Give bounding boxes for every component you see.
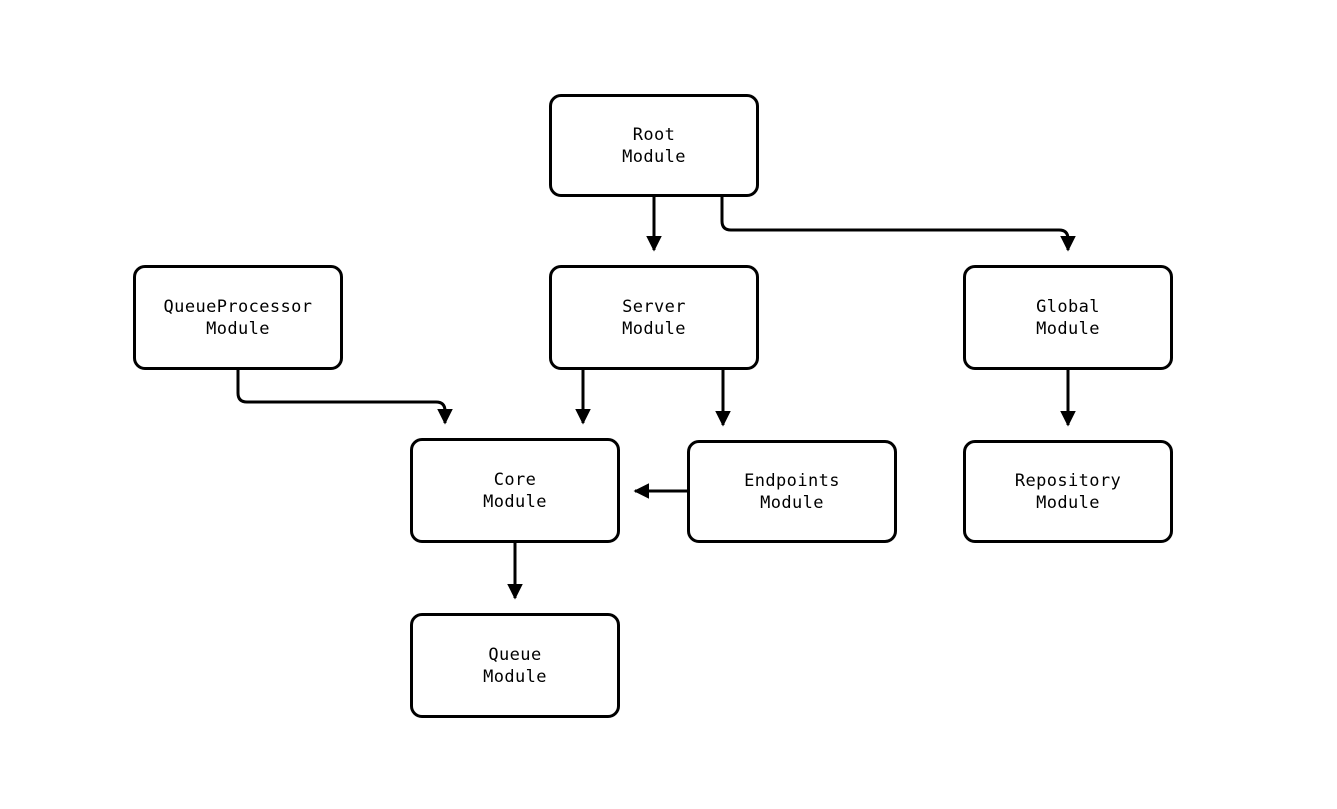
node-queue-module-line1: Queue [488, 644, 542, 665]
node-queueprocessor-module-line1: QueueProcessor [163, 296, 313, 317]
node-global-module-line2: Module [1036, 318, 1100, 339]
node-core-module[interactable]: Core Module [410, 438, 620, 543]
node-server-module-line2: Module [622, 318, 686, 339]
node-queue-module-line2: Module [483, 666, 547, 687]
node-core-module-line1: Core [493, 469, 537, 490]
node-queueprocessor-module-line2: Module [206, 318, 270, 339]
node-global-module-line1: Global [1036, 296, 1100, 317]
node-server-module[interactable]: Server Module [549, 265, 759, 370]
node-core-module-line2: Module [483, 491, 547, 512]
node-repository-module[interactable]: Repository Module [963, 440, 1173, 543]
node-queueprocessor-module[interactable]: QueueProcessor Module [133, 265, 343, 370]
node-endpoints-module[interactable]: Endpoints Module [687, 440, 897, 543]
node-root-module[interactable]: Root Module [549, 94, 759, 197]
node-repository-module-line2: Module [1036, 492, 1100, 513]
edge-root-global [720, 197, 1076, 252]
node-repository-module-line1: Repository [1014, 470, 1122, 491]
node-endpoints-module-line2: Module [760, 492, 824, 513]
node-global-module[interactable]: Global Module [963, 265, 1173, 370]
node-queue-module[interactable]: Queue Module [410, 613, 620, 718]
node-root-module-line2: Module [622, 146, 686, 167]
edge-queueprocessor-core [236, 370, 453, 425]
node-server-module-line1: Server [622, 296, 686, 317]
node-endpoints-module-line1: Endpoints [744, 470, 840, 491]
node-root-module-line1: Root [632, 124, 676, 145]
